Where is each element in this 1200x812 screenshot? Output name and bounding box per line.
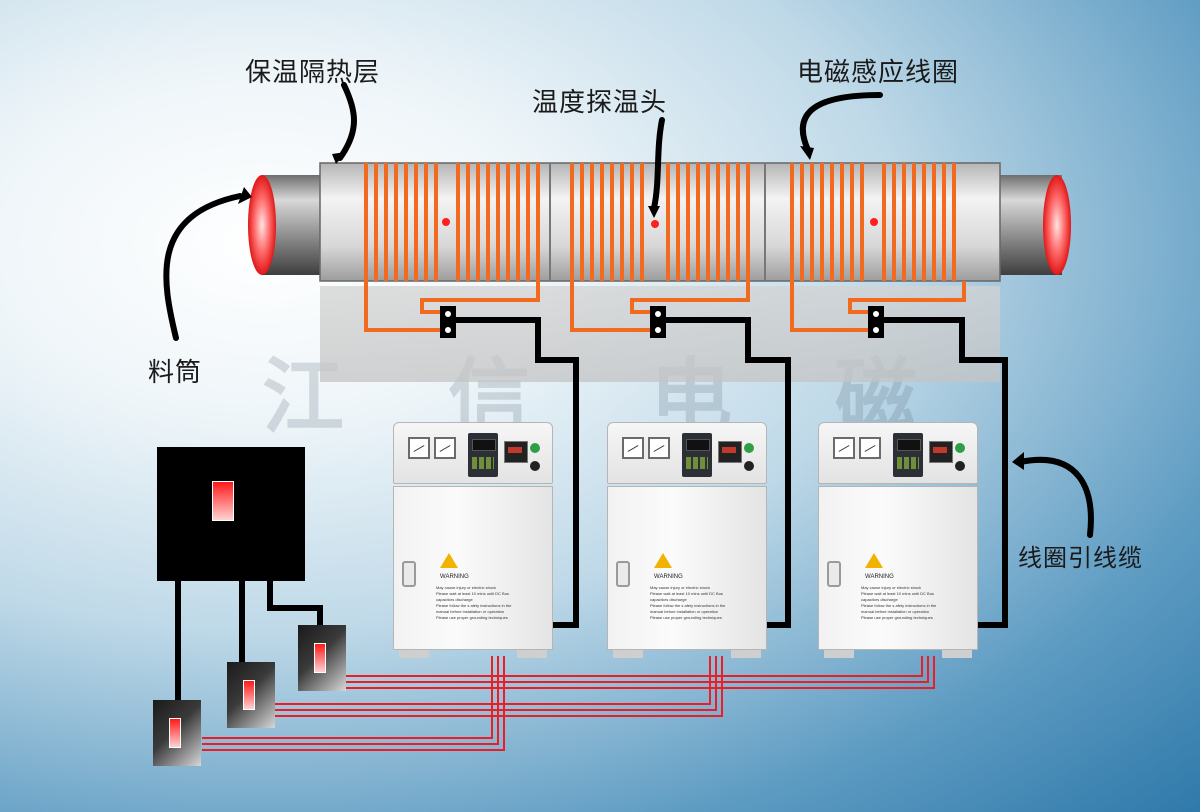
power-wires (202, 656, 935, 751)
coil-group-2 (570, 163, 750, 281)
terminal-block (440, 306, 884, 338)
indicator-light-icon (243, 680, 255, 710)
cabinet-door: WARNING May cause injury or electric sho… (607, 486, 767, 650)
door-handle (402, 561, 416, 587)
warning-text: May cause injury or electric shock Pleas… (436, 585, 512, 620)
temperature-probe-label: 温度探温头 (532, 88, 668, 118)
barrel-label: 料筒 (148, 358, 203, 388)
temperature-controller (929, 441, 953, 463)
arrow-icon (238, 146, 1024, 470)
temperature-controller (504, 441, 528, 463)
temperature-probe (870, 218, 878, 226)
warning-text: May cause injury or electric shock Pleas… (650, 585, 726, 620)
coil-group-1 (364, 163, 540, 281)
circuit-breaker (153, 700, 201, 766)
temperature-probe (442, 218, 450, 226)
warning-text: May cause injury or electric shock Pleas… (861, 585, 937, 620)
induction-heater-cabinet: WARNING May cause injury or electric sho… (818, 422, 978, 658)
circuit-breaker (227, 662, 275, 728)
control-keypad (468, 433, 498, 477)
main-control-box (157, 447, 305, 581)
control-panel (393, 422, 553, 484)
circuit-breaker (298, 625, 346, 691)
warning-title: WARNING (654, 574, 683, 580)
coil-lead-cables (456, 317, 1008, 628)
arrow-icon (163, 82, 1094, 538)
control-panel (607, 422, 767, 484)
ammeter (833, 437, 855, 459)
induction-coil-label: 电磁感应线圈 (797, 58, 960, 88)
barrel-right-end (1043, 175, 1071, 275)
coil-lead-wires (364, 281, 966, 332)
ammeter (622, 437, 644, 459)
induction-heater-cabinet: WARNING May cause injury or electric sho… (393, 422, 553, 658)
induction-heater-cabinet: WARNING May cause injury or electric sho… (607, 422, 767, 658)
cabinet-foot (399, 650, 429, 658)
indicator-light-icon (169, 718, 181, 748)
cabinet-door: WARNING May cause injury or electric sho… (818, 486, 978, 650)
switch-knob (955, 461, 965, 471)
cabinet-foot (731, 650, 761, 658)
coil-lead-cable-label: 线圈引线缆 (1018, 544, 1143, 572)
warning-title: WARNING (440, 574, 469, 580)
cabinet-foot (517, 650, 547, 658)
door-handle (616, 561, 630, 587)
voltmeter (648, 437, 670, 459)
indicator-light-icon (744, 443, 754, 453)
indicator-light-icon (212, 481, 234, 521)
control-panel (818, 422, 978, 484)
warning-icon (865, 553, 883, 568)
indicator-light-icon (530, 443, 540, 453)
barrel-left-end (248, 175, 276, 275)
switch-knob (744, 461, 754, 471)
temperature-controller (718, 441, 742, 463)
cabinet-foot (824, 650, 854, 658)
indicator-light-icon (955, 443, 965, 453)
control-keypad (893, 433, 923, 477)
temperature-probe (651, 220, 659, 228)
switch-knob (530, 461, 540, 471)
warning-icon (440, 553, 458, 568)
cabinet-foot (613, 650, 643, 658)
control-keypad (682, 433, 712, 477)
main-feed-cables (175, 581, 323, 700)
insulation-layer-label: 保温隔热层 (245, 58, 381, 88)
ammeter (408, 437, 430, 459)
voltmeter (859, 437, 881, 459)
warning-icon (654, 553, 672, 568)
cabinet-door: WARNING May cause injury or electric sho… (393, 486, 553, 650)
door-handle (827, 561, 841, 587)
voltmeter (434, 437, 456, 459)
coil-group-3 (790, 163, 956, 281)
indicator-light-icon (314, 643, 326, 673)
warning-title: WARNING (865, 574, 894, 580)
cabinet-foot (942, 650, 972, 658)
